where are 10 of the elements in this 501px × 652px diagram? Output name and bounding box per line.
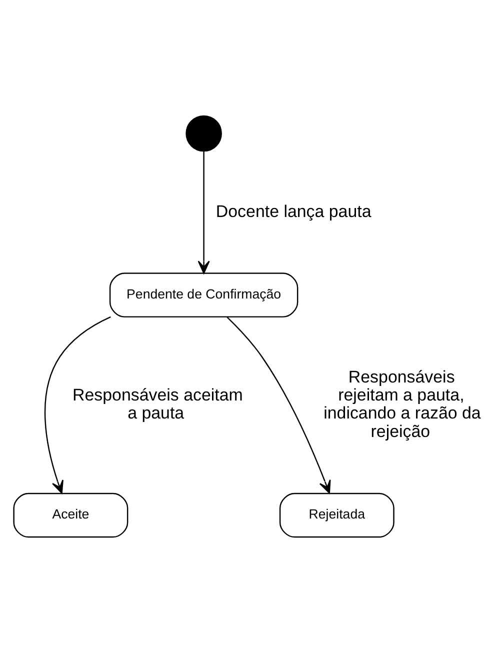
arrow [226,316,330,494]
node-box: Rejeitada [278,492,394,538]
node-circle [185,114,222,152]
node-box: Aceite [12,492,128,538]
arrow [44,316,110,494]
edge-label: Responsáveis aceitam a pauta [72,385,242,422]
arrow [197,150,210,274]
edge-label: Docente lança pauta [215,202,371,221]
node-box: Pendente de Confirmação [108,272,298,317]
edge-label: Responsáveis rejeitam a pauta, indicando a razão da rejeição [323,366,480,440]
